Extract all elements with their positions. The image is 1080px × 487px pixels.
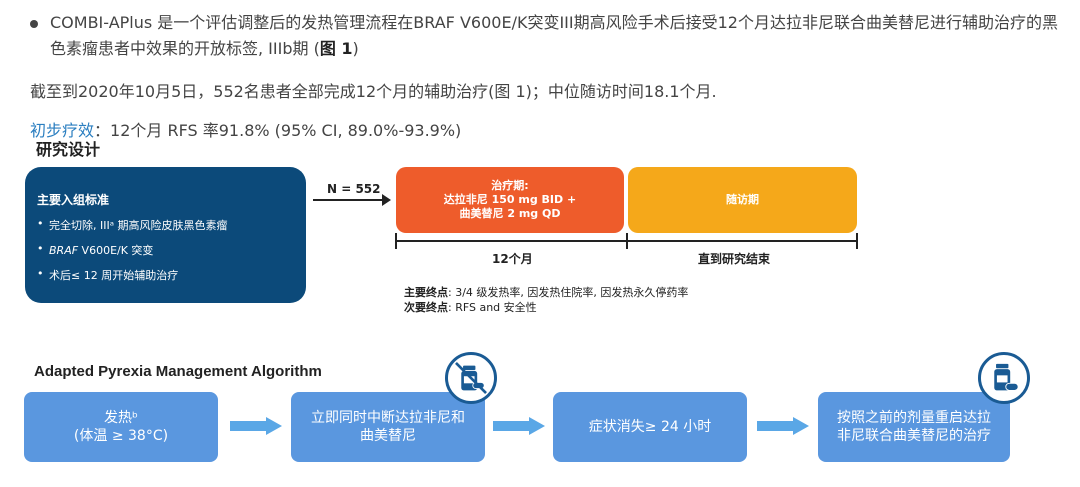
- algorithm-step-interrupt: 立即同时中断达拉非尼和 曲美替尼: [291, 392, 485, 462]
- figure-ref: 图 1: [319, 39, 353, 58]
- treatment-duration: 12个月: [492, 252, 533, 266]
- primary-endpoint: 主要终点: 3/4 级发热率, 因发热住院率, 因发热永久停药率: [404, 285, 688, 300]
- treatment-line-2: 曲美替尼 2 mg QD: [459, 207, 561, 220]
- endpoints: 主要终点: 3/4 级发热率, 因发热住院率, 因发热永久停药率 次要终点: R…: [404, 285, 688, 315]
- primary-endpoint-label: 主要终点: [404, 286, 448, 299]
- bullet-dot: [30, 20, 38, 28]
- followup-label: 随访期: [726, 193, 759, 206]
- secondary-endpoint-text: : RFS and 安全性: [448, 301, 537, 314]
- study-design-title: 研究设计: [36, 140, 101, 159]
- flow-arrow-icon: [757, 417, 809, 435]
- criteria-item: BRAF V600E/K 突变: [37, 242, 306, 258]
- summary-text: 截至到2020年10月5日，552名患者全部完成12个月的辅助治疗(图 1)；中…: [30, 82, 717, 101]
- algorithm-step-resolved: 症状消失≥ 24 小时: [553, 392, 747, 462]
- followup-duration: 直到研究结束: [698, 252, 771, 266]
- flow-arrow-icon: [493, 417, 545, 435]
- criteria-gene: BRAF: [49, 244, 79, 257]
- followup-phase-box: 随访期: [628, 167, 857, 233]
- sample-size-label: N = 552: [327, 182, 381, 196]
- treatment-phase-box: 治疗期: 达拉非尼 150 mg BID + 曲美替尼 2 mg QD: [396, 167, 624, 233]
- medication-icon: [978, 352, 1030, 404]
- primary-endpoint-text: : 3/4 级发热率, 因发热住院率, 因发热永久停药率: [448, 286, 689, 299]
- intro-tail: ): [352, 39, 359, 58]
- treatment-line-1: 达拉非尼 150 mg BID +: [443, 193, 577, 206]
- efficacy-result: 初步疗效：12个月 RFS 率91.8% (95% CI, 89.0%-93.9…: [30, 117, 461, 141]
- criteria-mutation: V600E/K 突变: [81, 244, 154, 257]
- criteria-item: 术后≤ 12 周开始辅助治疗: [37, 267, 306, 283]
- step2-line2: 曲美替尼: [360, 428, 416, 444]
- step1-line2: (体温 ≥ 38°C): [73, 428, 169, 444]
- inclusion-criteria-box: 主要入组标准 完全切除, IIIᵃ 期高风险皮肤黑色素瘤 BRAF V600E/…: [25, 167, 306, 303]
- timeline-tick: [856, 233, 858, 249]
- enrollment-arrow: [313, 194, 391, 206]
- step1-line1: 发热ᵇ: [104, 410, 138, 426]
- algorithm-step-fever: 发热ᵇ (体温 ≥ 38°C): [24, 392, 218, 462]
- intro-body: COMBI-APlus 是一个评估调整后的发热管理流程在BRAF V600E/K…: [50, 13, 1058, 58]
- timeline-tick: [395, 233, 397, 249]
- timeline-tick: [626, 233, 628, 249]
- step4-line2: 非尼联合曲美替尼的治疗: [837, 428, 991, 444]
- treatment-title: 治疗期:: [491, 179, 529, 192]
- secondary-endpoint: 次要终点: RFS and 安全性: [404, 300, 688, 315]
- intro-paragraph: COMBI-APlus 是一个评估调整后的发热管理流程在BRAF V600E/K…: [30, 10, 1060, 62]
- algorithm-title: Adapted Pyrexia Management Algorithm: [34, 363, 322, 380]
- secondary-endpoint-label: 次要终点: [404, 301, 448, 314]
- no-medication-icon: [445, 352, 497, 404]
- criteria-item: 完全切除, IIIᵃ 期高风险皮肤黑色素瘤: [37, 217, 306, 233]
- step3-text: 症状消失≥ 24 小时: [588, 419, 712, 435]
- algorithm-step-restart: 按照之前的剂量重启达拉 非尼联合曲美替尼的治疗: [818, 392, 1010, 462]
- intro-text: COMBI-APlus 是一个评估调整后的发热管理流程在BRAF V600E/K…: [30, 10, 1060, 62]
- flow-arrow-icon: [230, 417, 282, 435]
- step2-line1: 立即同时中断达拉非尼和: [311, 410, 465, 426]
- criteria-title: 主要入组标准: [37, 193, 110, 207]
- efficacy-label: 初步疗效: [30, 121, 95, 140]
- step4-line1: 按照之前的剂量重启达拉: [837, 410, 991, 426]
- efficacy-value: ：12个月 RFS 率91.8% (95% CI, 89.0%-93.9%): [94, 121, 462, 140]
